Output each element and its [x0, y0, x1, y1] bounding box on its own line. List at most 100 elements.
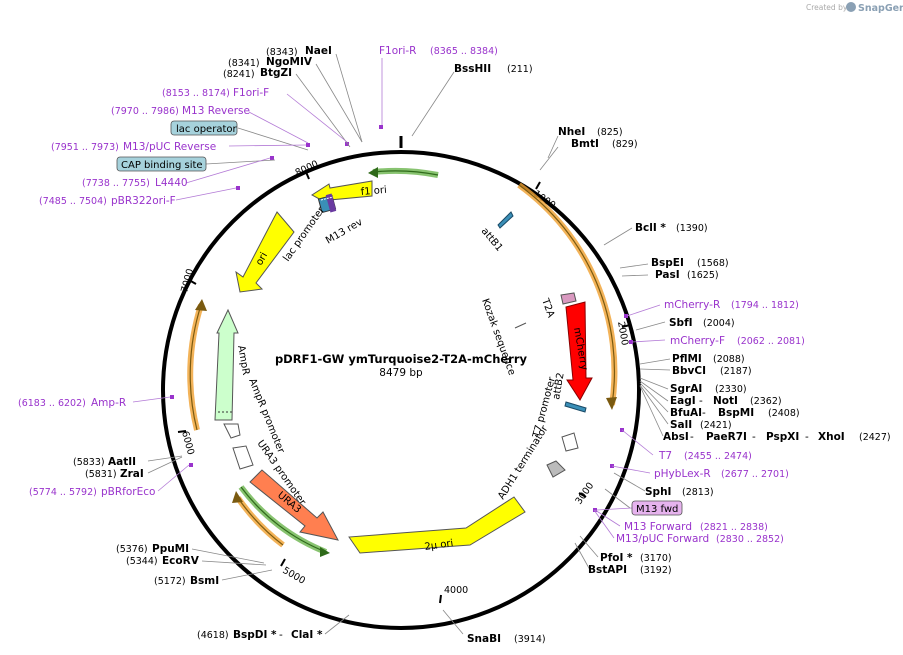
lac-operator-box[interactable]: lac operator: [170, 120, 237, 136]
t7-promoter-arrow[interactable]: [561, 432, 579, 452]
ura3-feature[interactable]: URA3: [249, 469, 339, 541]
snabi-name: SnaBI: [467, 633, 501, 645]
enzyme-bmti[interactable]: BmtI (829): [571, 138, 638, 150]
enzyme-sbfi[interactable]: SbfI (2004): [669, 317, 735, 329]
ampr-feature[interactable]: AmpR: [214, 308, 251, 421]
bspmi-name: BspMI: [718, 407, 754, 419]
zrai-name: ZraI: [120, 468, 144, 480]
ura3-promoter-arrow[interactable]: [232, 445, 254, 470]
bsshii-name: BssHII: [454, 63, 491, 75]
kozak-tick: [514, 322, 527, 329]
lac-operator-label: lac operator: [176, 124, 237, 135]
xhoi-name: XhoI: [818, 431, 845, 443]
f1ori-r-name: F1ori-R: [379, 45, 416, 57]
enzyme-aatii[interactable]: (5833) AatII: [73, 456, 136, 468]
enzyme-bbvci[interactable]: BbvCI (2187): [672, 365, 752, 377]
enzyme-ngomiv[interactable]: (8341) NgoMIV: [228, 56, 313, 69]
ampr-label: AmpR: [235, 345, 251, 376]
btgzi-pos: (8241): [223, 69, 255, 80]
primer-m13-reverse[interactable]: (7970 .. 7986) M13 Reverse: [111, 105, 250, 117]
enzyme-zrai[interactable]: (5831) ZraI: [85, 468, 144, 480]
m13puc-forward-name: M13/pUC Forward: [616, 533, 709, 545]
primer-f1ori-f[interactable]: (8153 .. 8174) F1ori-F: [162, 87, 269, 99]
primer-m13puc-forward[interactable]: M13/pUC Forward (2830 .. 2852): [616, 533, 784, 545]
adh1-terminator-mark[interactable]: [546, 460, 566, 478]
cap-binding-site-label: CAP binding site: [121, 160, 203, 171]
enzyme-bsmi[interactable]: (5172) BsmI: [154, 575, 219, 587]
absi-sep1: -: [690, 431, 694, 443]
enzyme-bspdi-clai[interactable]: (4618) BspDI * - ClaI *: [197, 629, 323, 641]
enzyme-btgzi[interactable]: (8241) BtgZI: [223, 67, 292, 80]
m13-forward-name: M13 Forward: [624, 521, 692, 533]
enzyme-bstapi[interactable]: BstAPI (3192): [588, 564, 672, 576]
primer-t7[interactable]: T7 (2455 .. 2474): [658, 450, 752, 462]
enzyme-ppumi[interactable]: (5376) PpuMI: [116, 543, 189, 555]
primer-amp-r[interactable]: (6183 .. 6202) Amp-R: [18, 397, 126, 409]
phyblex-r-name: pHybLex-R: [654, 468, 711, 480]
tick-2000: 2000: [615, 321, 630, 347]
sphi-pos: (2813): [682, 487, 714, 498]
mcherry-feature[interactable]: mCherry: [565, 301, 593, 401]
attb2-label: attB2: [551, 372, 567, 401]
f1ori-f-name: F1ori-F: [233, 87, 269, 99]
enzyme-bcli[interactable]: BclI * (1390): [635, 222, 708, 234]
attb2-feature[interactable]: [564, 401, 587, 413]
mcherry-f-name: mCherry-F: [670, 335, 725, 347]
zrai-pos: (5831): [85, 469, 117, 480]
t2a-label: T2A: [539, 296, 556, 319]
nhei-pos: (825): [597, 127, 623, 138]
primer-f1ori-r[interactable]: F1ori-R (8365 .. 8384): [379, 45, 498, 57]
nae-i-name: NaeI: [305, 45, 332, 57]
enzyme-bspei[interactable]: BspEI (1568): [651, 257, 729, 269]
enzyme-bfuai-bspmi[interactable]: BfuAI - BspMI (2408): [670, 407, 800, 419]
orange-arc-left-arrowhead: [195, 299, 207, 311]
btgzi-name: BtgZI: [260, 67, 292, 79]
enzyme-sali[interactable]: SalI (2421): [670, 419, 732, 431]
attb1-feature[interactable]: [497, 211, 514, 229]
eagi-pos: (2362): [750, 396, 782, 407]
primer-l4440[interactable]: (7738 .. 7755) L4440: [82, 177, 188, 189]
ampr-promoter-arrow[interactable]: [223, 423, 241, 439]
two-mu-ori-feature[interactable]: 2μ ori: [348, 496, 526, 554]
tick-7000: 7000: [179, 268, 196, 294]
pasi-name: PasI: [655, 269, 680, 281]
enzyme-nhei[interactable]: NheI (825): [558, 126, 623, 138]
m13-fwd-box[interactable]: M13 fwd: [631, 500, 683, 516]
bsmi-name: BsmI: [190, 575, 219, 587]
l4440-name: L4440: [155, 177, 188, 189]
enzyme-bsshii[interactable]: BssHII (211): [454, 63, 533, 75]
primer-mcherry-f[interactable]: mCherry-F (2062 .. 2081): [670, 335, 805, 347]
enzyme-pflmi[interactable]: PflMI (2088): [672, 353, 745, 365]
primer-mcherry-r[interactable]: mCherry-R (1794 .. 1812): [664, 299, 799, 311]
primer-pbr322ori-f[interactable]: (7485 .. 7504) pBR322ori-F: [39, 195, 176, 207]
primer-m13puc-reverse[interactable]: (7951 .. 7973) M13/pUC Reverse: [51, 141, 216, 153]
eagi-name: EagI: [670, 395, 696, 407]
enzyme-snabi[interactable]: SnaBI (3914): [467, 633, 546, 645]
f1ori-r-pos: (8365 .. 8384): [430, 46, 498, 57]
ori-feature[interactable]: ori: [235, 211, 295, 293]
plasmid-length: 8479 bp: [379, 367, 423, 379]
primer-m13-forward[interactable]: M13 Forward (2821 .. 2838): [624, 521, 768, 533]
lac-promoter-cluster[interactable]: [317, 193, 337, 214]
two-mu-ori-label: 2μ ori: [424, 538, 454, 553]
snabi-pos: (3914): [514, 634, 546, 645]
absi-sep3: -: [805, 431, 809, 443]
enzyme-eagi-noti[interactable]: EagI - NotI (2362): [670, 395, 782, 407]
cap-binding-site-box[interactable]: CAP binding site: [116, 156, 207, 172]
f1-ori-label: f1 ori: [360, 185, 387, 198]
enzyme-absi-xhoi[interactable]: AbsI - PaeR7I - PspXI - XhoI (2427): [663, 431, 891, 443]
bfuai-sep: -: [702, 407, 706, 419]
enzyme-ecorv[interactable]: (5344) EcoRV: [126, 555, 200, 567]
enzyme-sphi[interactable]: SphI (2813): [645, 486, 714, 498]
sgrai-pos: (2330): [715, 384, 747, 395]
primer-pbrforeco[interactable]: (5774 .. 5792) pBRforEco: [29, 486, 155, 498]
t2a-feature[interactable]: [560, 292, 577, 305]
enzyme-sgrai[interactable]: SgrAI (2330): [670, 383, 747, 395]
enzyme-pfoi[interactable]: PfoI * (3170): [600, 552, 672, 564]
enzyme-nae-i[interactable]: (8343) NaeI: [266, 45, 332, 58]
backbone-circle: [161, 150, 641, 630]
primer-phyblex-r[interactable]: pHybLex-R (2677 .. 2701): [654, 468, 789, 480]
snapgene-brand-label: SnapGene: [858, 3, 903, 14]
enzyme-pasi[interactable]: PasI (1625): [655, 269, 719, 281]
